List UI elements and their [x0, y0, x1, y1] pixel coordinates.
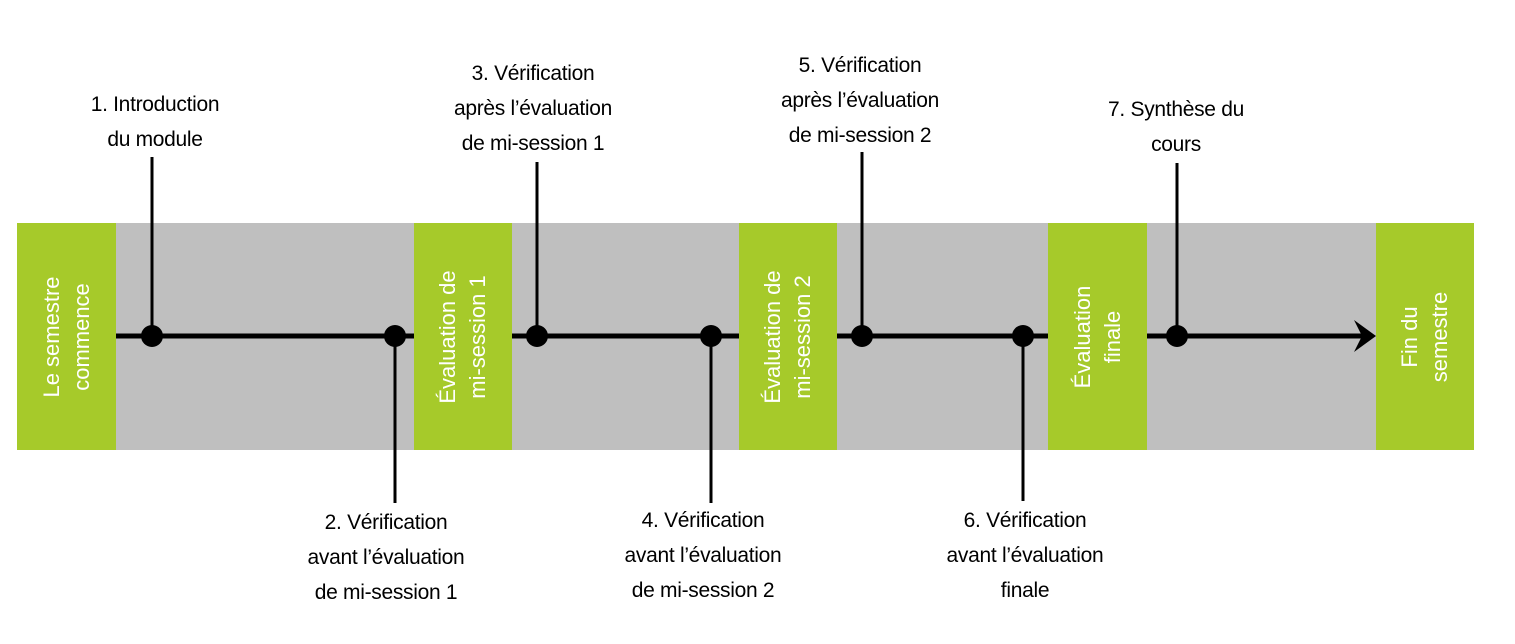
block-semester-end: Fin du semestre	[1376, 223, 1474, 450]
milestone-label-4: 4. Vérification avant l’évaluation de mi…	[624, 509, 782, 602]
milestone-dot-4	[700, 325, 722, 347]
milestone-dot-7	[1166, 325, 1188, 347]
milestone-label-7: 7. Synthèse du cours	[1108, 98, 1244, 156]
timeline-arrowhead-icon	[1354, 320, 1376, 352]
block-midterm-2: Évaluation de mi-session 2	[739, 223, 837, 450]
milestone-dot-6	[1012, 325, 1034, 347]
block-final-exam: Évaluation finale	[1048, 223, 1147, 450]
milestone-dot-1	[141, 325, 163, 347]
milestone-label-1: 1. Introduction du module	[90, 93, 220, 151]
milestone-dot-5	[851, 325, 873, 347]
milestone-dot-2	[384, 325, 406, 347]
milestone-label-2: 2. Vérification avant l’évaluation de mi…	[307, 511, 465, 604]
milestone-label-5: 5. Vérification après l’évaluation de mi…	[780, 54, 940, 147]
block-midterm-1: Évaluation de mi-session 1	[414, 223, 512, 450]
milestone-label-3: 3. Vérification après l’évaluation de mi…	[453, 62, 613, 155]
block-semester-start: Le semestre commence	[17, 223, 116, 450]
milestone-label-6: 6. Vérification avant l’évaluation final…	[946, 509, 1104, 602]
milestone-dot-3	[526, 325, 548, 347]
